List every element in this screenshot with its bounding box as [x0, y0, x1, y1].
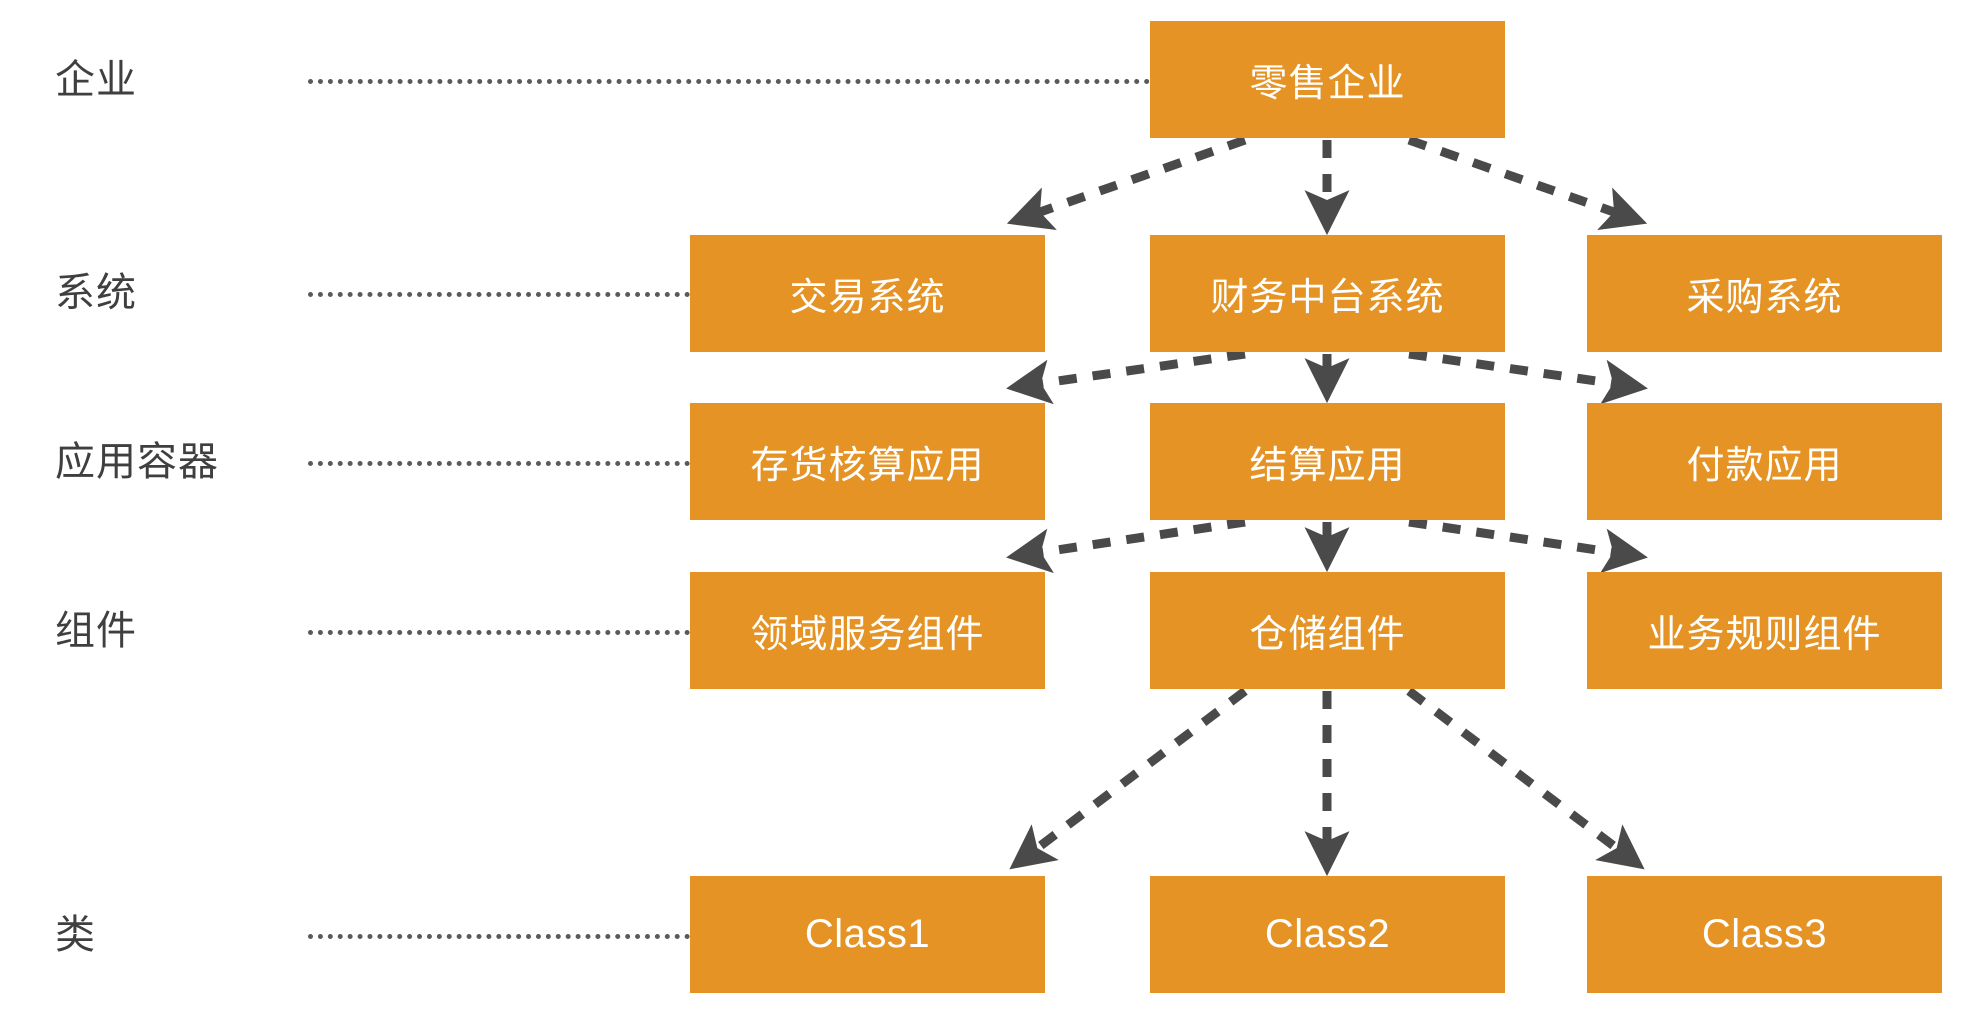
- node-warehouse-component[interactable]: 仓储组件: [1150, 572, 1505, 689]
- tier-label-system: 系统: [55, 271, 137, 315]
- leader-line-class: [308, 934, 690, 939]
- connector-finance-to-inventory: [1006, 349, 1246, 405]
- connector-finance-to-payment: [1408, 349, 1648, 405]
- tier-label-enterprise: 企业: [55, 58, 137, 102]
- connector-warehouse-to-class1: [1009, 687, 1248, 870]
- leader-line-system: [308, 292, 690, 297]
- node-class2[interactable]: Class2: [1150, 876, 1505, 993]
- connector-settlement-to-rules: [1408, 517, 1648, 574]
- tier-label-component: 组件: [55, 609, 137, 653]
- connector-warehouse-to-class3: [1406, 687, 1645, 870]
- connector-retail-to-procurement: [1407, 135, 1648, 230]
- node-payment-application[interactable]: 付款应用: [1587, 403, 1942, 520]
- leader-line-enterprise: [308, 79, 1150, 84]
- node-procurement-system[interactable]: 采购系统: [1587, 235, 1942, 352]
- node-retail-enterprise[interactable]: 零售企业: [1150, 21, 1505, 138]
- node-class3[interactable]: Class3: [1587, 876, 1942, 993]
- node-finance-middle-platform-system[interactable]: 财务中台系统: [1150, 235, 1505, 352]
- node-settlement-application[interactable]: 结算应用: [1150, 403, 1505, 520]
- leader-line-application-container: [308, 461, 690, 466]
- node-class1[interactable]: Class1: [690, 876, 1045, 993]
- tier-label-class: 类: [55, 913, 96, 957]
- connector-settlement-to-domain: [1006, 517, 1246, 574]
- node-business-rule-component[interactable]: 业务规则组件: [1587, 572, 1942, 689]
- node-transaction-system[interactable]: 交易系统: [690, 235, 1045, 352]
- tier-label-application-container: 应用容器: [55, 440, 219, 484]
- node-inventory-accounting-application[interactable]: 存货核算应用: [690, 403, 1045, 520]
- node-domain-service-component[interactable]: 领域服务组件: [690, 572, 1045, 689]
- leader-line-component: [308, 630, 690, 635]
- connector-retail-to-transaction: [1006, 135, 1247, 230]
